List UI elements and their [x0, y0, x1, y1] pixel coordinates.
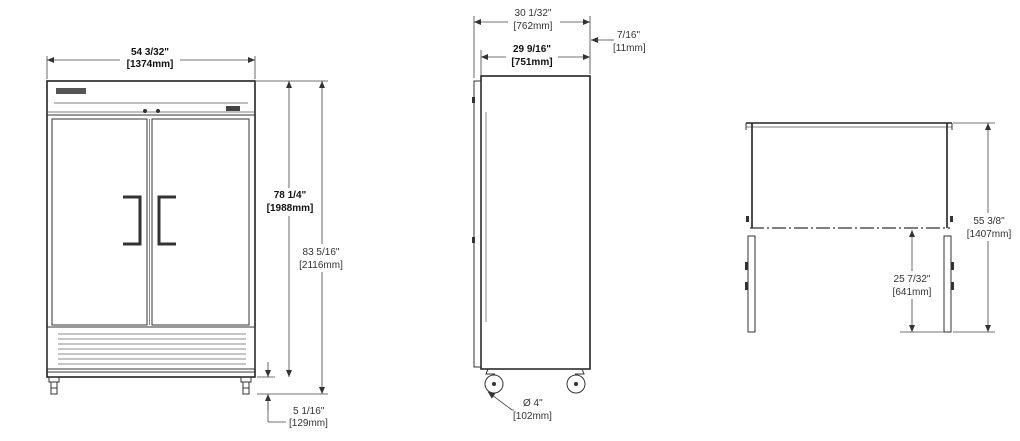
grill-louvers: [58, 333, 246, 365]
left-door-open: [747, 235, 756, 333]
control-panel: [226, 106, 240, 111]
left-door: [51, 118, 148, 326]
caster-height-in: 5 1/16": [293, 406, 325, 417]
side-hinge: [472, 237, 475, 243]
side-hinge: [472, 97, 475, 103]
caster-diameter-mm: [102mm]: [513, 411, 552, 422]
right-door-open: [943, 235, 952, 333]
side-view: 30 1/32" [762mm] 29 9/16" [751mm] 7/16" …: [472, 6, 646, 422]
front-width-in: 54 3/32": [131, 47, 169, 58]
lock-icon: [143, 109, 147, 113]
handle-marks: [745, 216, 954, 290]
top-depth-mm: [1407mm]: [967, 229, 1012, 240]
caster-diameter-in: Ø 4": [523, 398, 543, 409]
logo-plate: [56, 88, 86, 94]
top-view: 55 3/8" [1407mm] 25 7/32" [641mm]: [745, 122, 1016, 333]
right-door: [151, 118, 250, 326]
caster-icon: [484, 368, 504, 394]
door-thickness-in: 7/16": [617, 30, 640, 41]
overall-height-in: 83 5/16": [303, 247, 340, 258]
caster-height-mm: [129mm]: [289, 418, 328, 429]
door-swing-in: 25 7/32": [894, 274, 931, 285]
grill-panel: [46, 326, 256, 370]
overall-depth-in: 30 1/32": [515, 8, 552, 19]
top-depth-in: 55 3/8": [973, 216, 1005, 227]
overall-depth-mm: [762mm]: [514, 21, 553, 32]
left-handle-icon: [123, 195, 142, 246]
cabinet-depth-in: 29 9/16": [513, 44, 551, 55]
door-swing-mm: [641mm]: [893, 287, 932, 298]
caster-icon: [566, 368, 586, 394]
side-door-profile: [473, 80, 482, 368]
caster-icon: [240, 376, 252, 395]
side-cabinet-outline: [480, 75, 591, 370]
door-height-in: 78 1/4": [274, 190, 307, 201]
cabinet-depth-mm: [751mm]: [511, 57, 552, 68]
overall-height-mm: [2116mm]: [299, 260, 343, 271]
lock-icon: [156, 109, 160, 113]
cabinet-outline: [46, 80, 256, 378]
door-thickness-mm: [11mm]: [613, 43, 646, 54]
caster-icon: [48, 376, 60, 395]
front-width-mm: [1374mm]: [127, 59, 174, 70]
front-view: 54 3/32" [1374mm] 78 1/4" [1988mm] 83 5/…: [46, 44, 347, 429]
right-handle-icon: [157, 195, 176, 246]
door-height-mm: [1988mm]: [267, 203, 314, 214]
